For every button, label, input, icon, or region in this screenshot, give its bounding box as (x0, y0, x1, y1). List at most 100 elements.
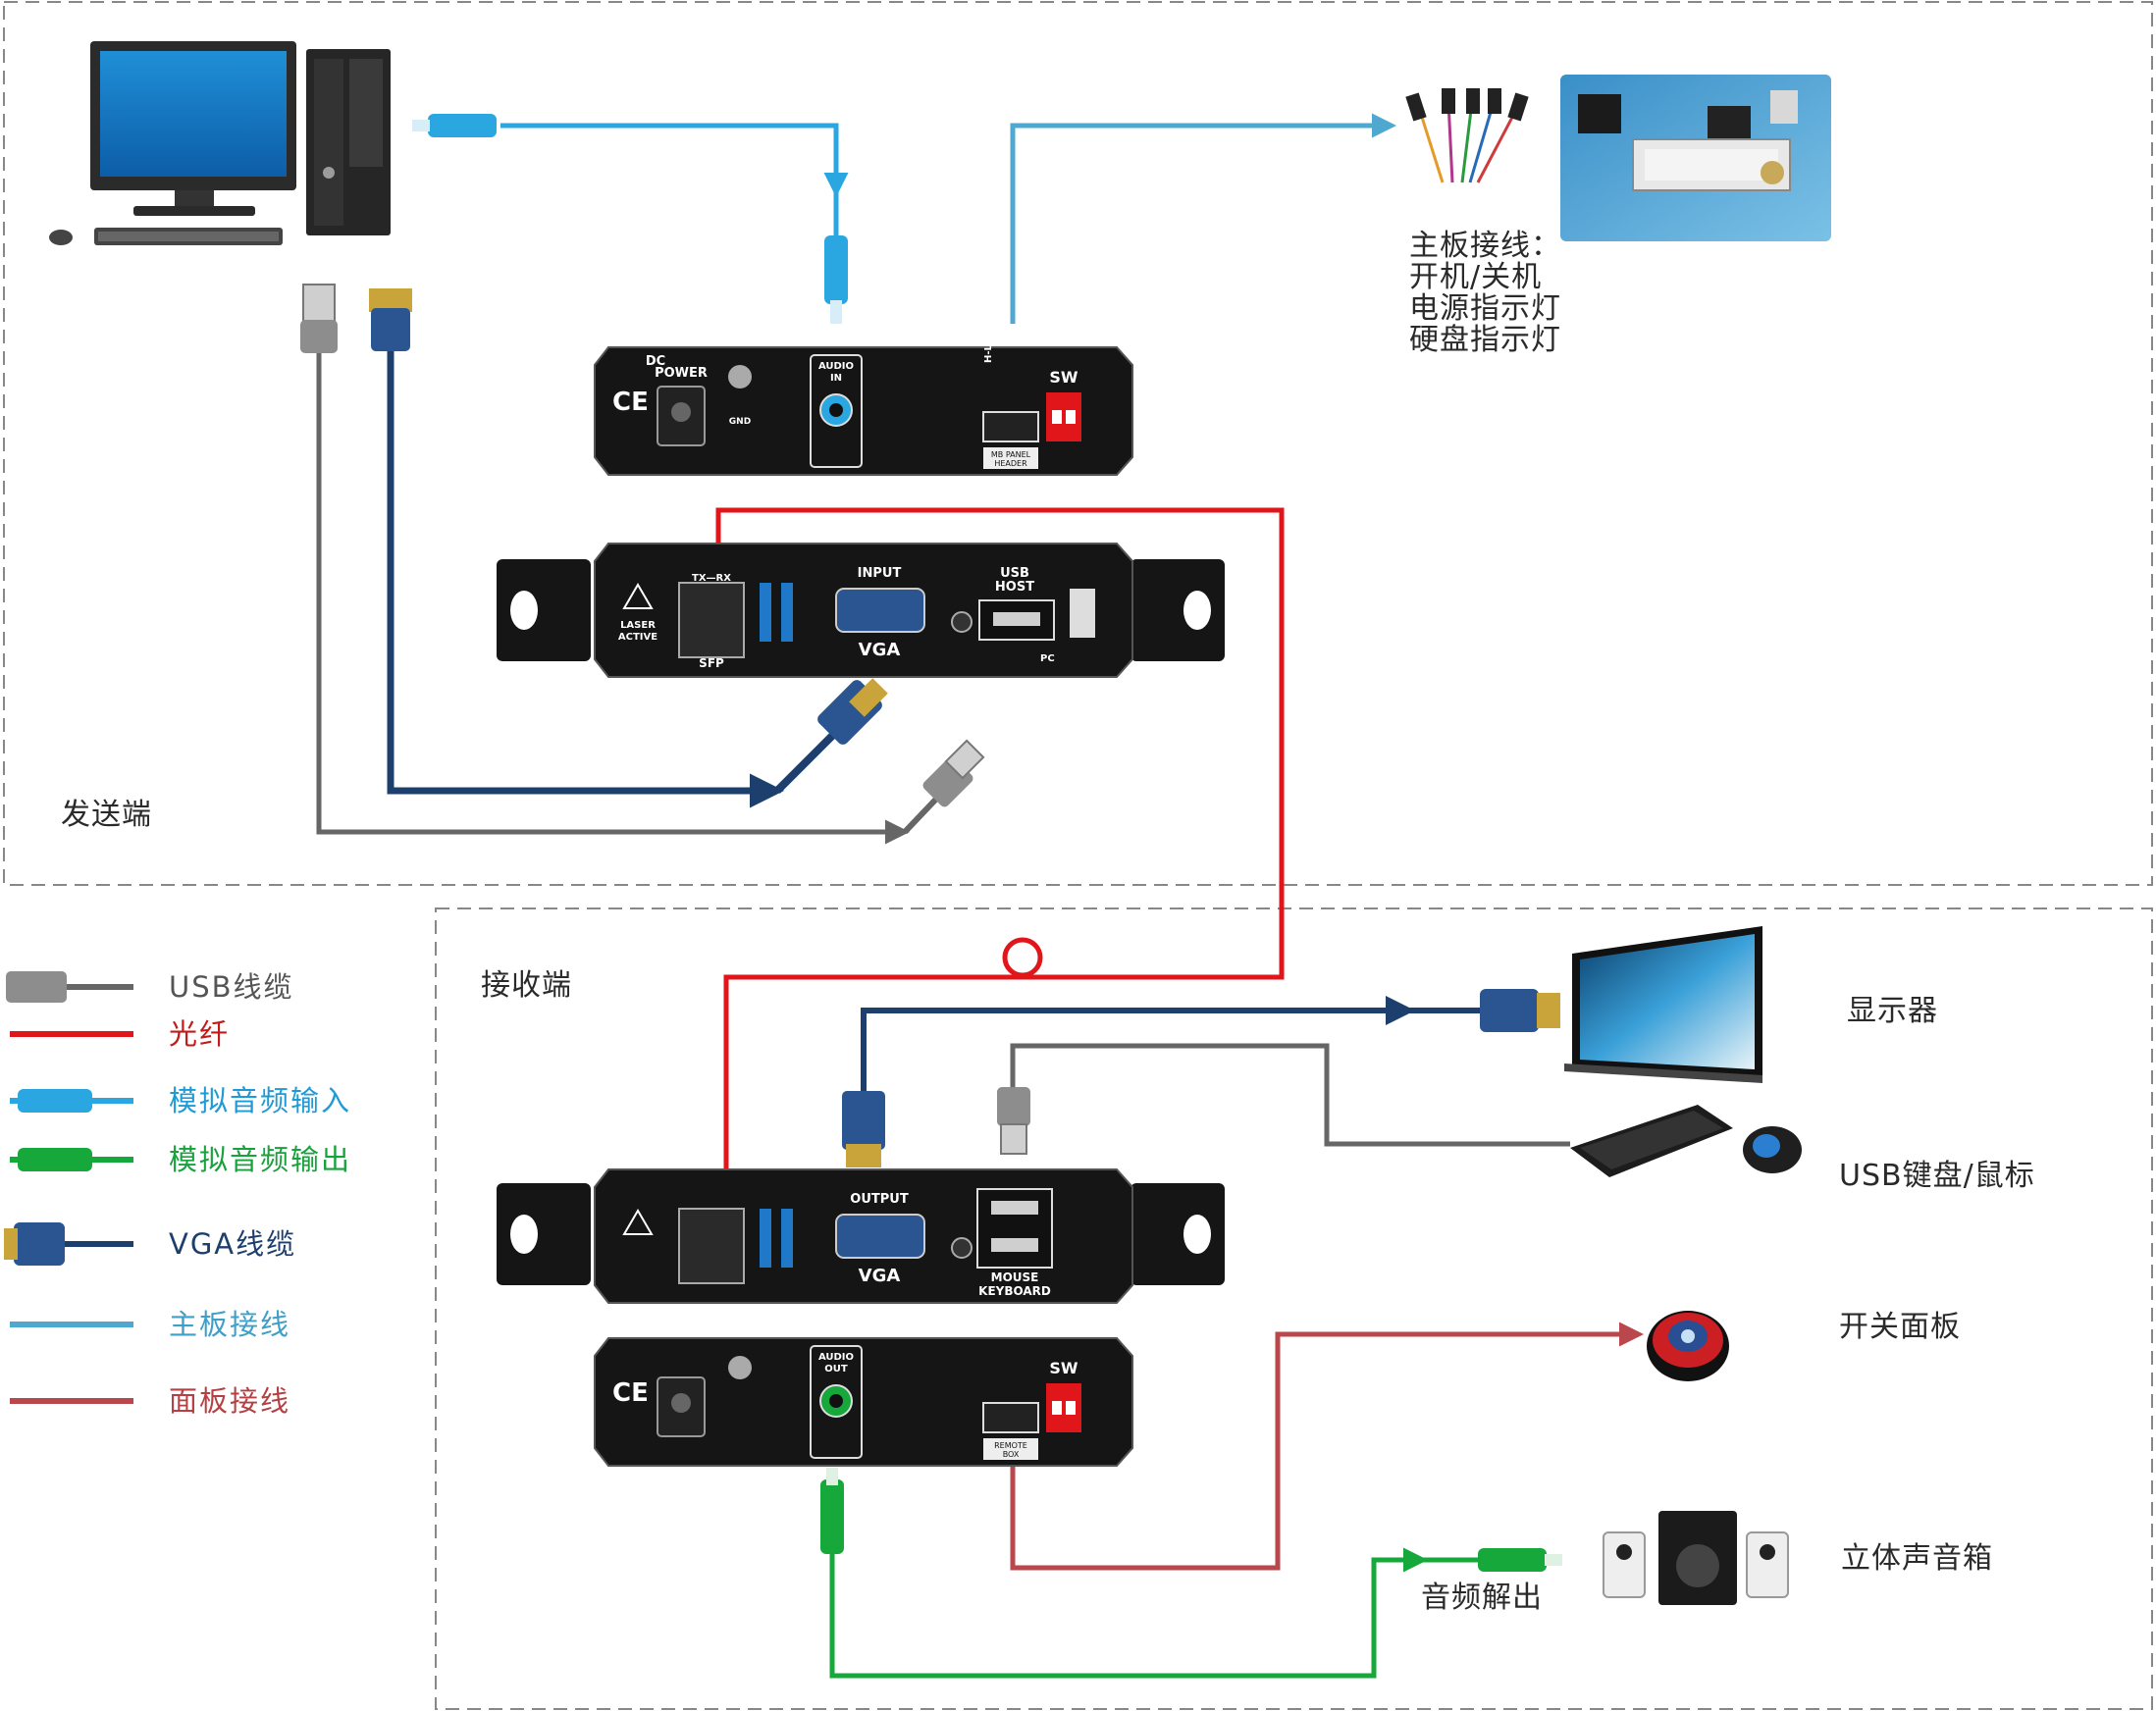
ce-mark-receiver: CE (612, 1378, 649, 1408)
sender-main-unit: LASER ACTIVE TX—RX SFP INPUT VGA USB HOS… (497, 543, 1225, 678)
receiver-main-unit: OUTPUT VGA MOUSE KEYBOARD (497, 1168, 1225, 1304)
audio-in-plug-device (824, 235, 848, 324)
legend-item: 模拟音频输出 (10, 1143, 349, 1176)
audio-in-plug-pc (412, 114, 497, 137)
mb-wires (1405, 88, 1529, 183)
remote-box-port (982, 1402, 1039, 1433)
mb-note-line-1: 主板接线： (1409, 229, 1561, 263)
switch-panel-label: 开关面板 (1839, 1310, 1961, 1344)
panel-cable (1010, 1322, 1644, 1571)
laser-active: LASER (620, 620, 656, 631)
keyboard-mouse-label: USB键盘/鼠标 (1839, 1159, 2035, 1193)
mb-header-label: MB PANEL (991, 450, 1031, 459)
motherboard-image (1560, 75, 1831, 241)
vga-plug-sender-unit (817, 678, 888, 745)
vga-label-receiver: VGA (859, 1266, 901, 1286)
txrx-label: TX—RX (692, 573, 731, 584)
mb-header-label-2: HEADER (994, 459, 1027, 468)
legend-item: 主板接线 (10, 1308, 290, 1341)
audio-out-label-2: OUT (824, 1364, 848, 1374)
vga-plug-monitor (1480, 989, 1560, 1032)
audio-out-plug (820, 1468, 844, 1554)
mb-note-line-2: 开机/关机 (1409, 260, 1542, 294)
mouse-keyboard-label: MOUSE (991, 1270, 1039, 1284)
receiver-label: 接收端 (481, 968, 572, 1003)
pc-keyboard (49, 228, 283, 245)
speakers-image (1603, 1511, 1789, 1605)
legend-label: 光纤 (169, 1017, 230, 1051)
sfp-port-receiver (678, 1208, 745, 1284)
usb-host-label-2: HOST (995, 580, 1034, 595)
ce-mark: CE (612, 388, 649, 417)
sender-label: 发送端 (61, 798, 152, 832)
legend-item: 模拟音频输入 (10, 1084, 349, 1117)
sender-zone (3, 1, 2153, 886)
audio-out-cable (829, 1547, 1428, 1679)
legend-vga-pins (4, 1228, 18, 1260)
switch-panel-image (1647, 1311, 1729, 1381)
audio-out-caption: 音频解出 (1421, 1581, 1543, 1615)
legend-label: 面板接线 (169, 1384, 290, 1418)
mb-note-line-4: 硬盘指示灯 (1409, 323, 1561, 357)
monitor-label: 显示器 (1847, 994, 1938, 1028)
legend-rca-plug (18, 1148, 92, 1171)
sw-label: SW (1049, 368, 1078, 387)
tv-monitor-image (1564, 926, 1762, 1083)
reset-button (951, 611, 973, 633)
usb-cable-sender (316, 353, 910, 845)
audio-out-plug-speaker (1478, 1548, 1562, 1572)
sfp-port (678, 582, 745, 658)
mb-header-port (982, 411, 1039, 442)
legend-label: VGA线缆 (169, 1227, 296, 1261)
vga-cable-sender-end (774, 731, 837, 794)
output-label: OUTPUT (850, 1192, 909, 1207)
reset-button-receiver (951, 1237, 973, 1259)
receiver-zone (435, 907, 2153, 1710)
input-label: INPUT (858, 566, 902, 581)
legend-rca-plug (18, 1089, 92, 1113)
vga-plug-receiver (842, 1091, 885, 1167)
vga-cable-receiver (861, 996, 1415, 1099)
legend-usb-plug (6, 971, 67, 1003)
speakers-label: 立体声音箱 (1841, 1541, 1993, 1576)
usb-plug-sender-unit (922, 739, 985, 807)
audio-in-label: AUDIO (818, 361, 854, 372)
fiber-cable (715, 507, 1285, 1177)
usb-plug-receiver (997, 1087, 1030, 1155)
legend-label: 主板接线 (169, 1308, 290, 1341)
sender-header-pins: H-LED+ P-LED+ (983, 278, 994, 363)
legend-item: 面板接线 (10, 1384, 290, 1418)
legend-item: 光纤 (10, 1017, 230, 1051)
vga-cable-sender (387, 343, 784, 808)
remote-box-label-2: BOX (1003, 1450, 1020, 1459)
legend-item: VGA线缆 (4, 1222, 296, 1266)
sender-dc-power: DC (646, 354, 665, 369)
legend-label: USB线缆 (169, 970, 294, 1004)
legend-item: USB线缆 (6, 970, 294, 1004)
usb-host-label: USB (1000, 566, 1029, 581)
sender-gnd-screw (728, 365, 752, 389)
vga-input-port (835, 588, 925, 633)
audio-out-label: AUDIO (818, 1352, 854, 1363)
usb-plug-pc (300, 284, 338, 353)
mb-cable (1010, 113, 1396, 324)
receiver-dip-switch (1046, 1383, 1081, 1432)
mouse-keyboard-label-2: KEYBOARD (978, 1284, 1051, 1298)
keyboard-mouse-image (1570, 1105, 1802, 1177)
vga-plug-pc (369, 288, 412, 351)
usb-cable-receiver (1010, 1043, 1570, 1147)
legend-vga-plug (14, 1222, 65, 1266)
fiber-loop (1002, 937, 1043, 978)
sfp-label: SFP (699, 656, 724, 670)
audio-in-cable (500, 123, 849, 197)
sender-dip-switch (1046, 392, 1081, 441)
pc-label: PC (1040, 653, 1055, 664)
sender-aux-unit: DC POWER GND CE AUDIO IN H-LED+ P-LED+ S… (594, 278, 1133, 476)
mb-note-line-3: 电源指示灯 (1409, 291, 1561, 326)
vga-label-sender: VGA (859, 640, 901, 660)
sender-gnd: GND (729, 417, 751, 427)
pc-monitor (90, 41, 296, 216)
vga-output-port (835, 1214, 925, 1259)
